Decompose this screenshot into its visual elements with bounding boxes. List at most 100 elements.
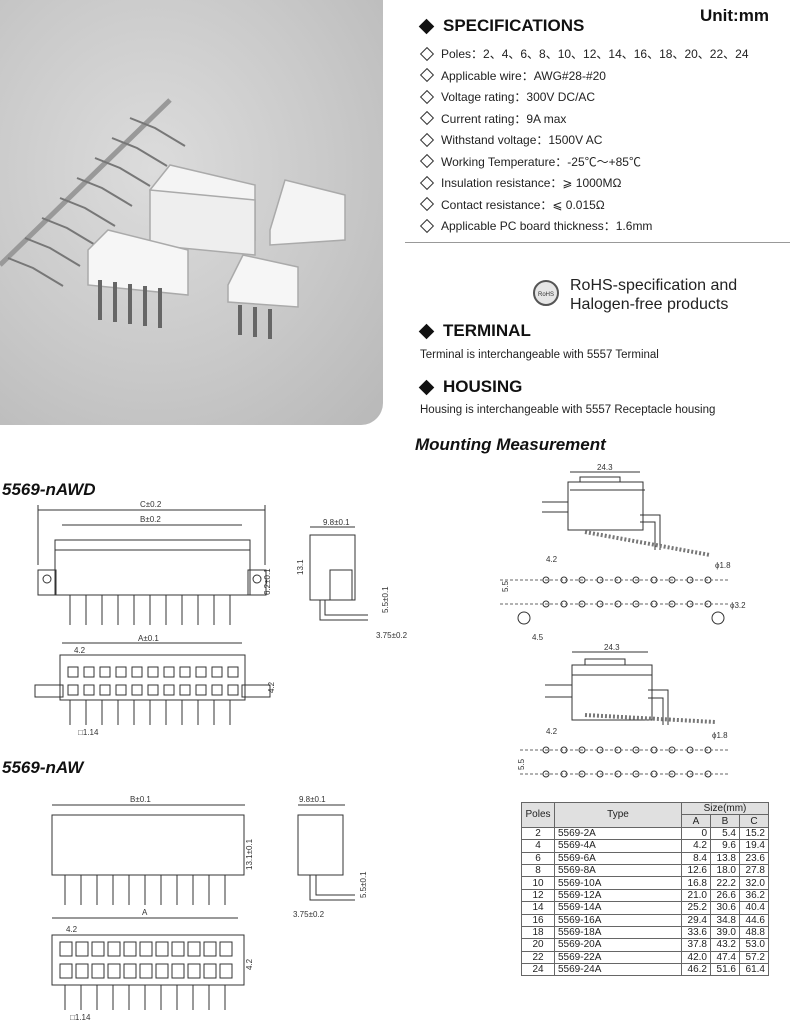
dim-h42: 4.2	[245, 958, 254, 970]
mount-hole-32: ϕ3.2	[730, 601, 746, 610]
cell-c: 57.2	[739, 950, 769, 965]
cell-c: 15.2	[739, 826, 769, 841]
cell-type: 5569-24A	[554, 963, 682, 977]
cell-c: 40.4	[739, 901, 769, 915]
model-awd-title: 5569-nAWD	[2, 480, 96, 499]
col-a: A	[681, 814, 711, 828]
dim-w98: 9.8±0.1	[323, 518, 350, 527]
cell-type: 5569-18A	[554, 925, 682, 940]
cell-b: 5.4	[710, 826, 740, 841]
dim-h55: 5.5±0.1	[359, 871, 368, 898]
divider	[405, 242, 790, 243]
cell-type: 5569-14A	[554, 901, 682, 915]
cell-a: 29.4	[681, 913, 711, 927]
cell-b: 9.6	[710, 839, 740, 853]
cell-b: 26.6	[710, 888, 740, 903]
mount-dim-42: 4.2	[546, 555, 558, 564]
cell-a: 16.8	[681, 876, 711, 890]
dim-h62: 6.2±0.1	[263, 568, 272, 595]
cell-b: 18.0	[710, 863, 740, 878]
cell-type: 5569-12A	[554, 888, 682, 903]
cell-a: 42.0	[681, 950, 711, 965]
connector-illustration	[0, 98, 346, 339]
cell-type: 5569-8A	[554, 863, 682, 878]
cell-poles: 22	[521, 950, 555, 965]
cell-c: 23.6	[739, 851, 769, 865]
mount-dim-55: 5.5	[501, 580, 510, 592]
cell-poles: 6	[521, 851, 555, 865]
dim-h42: 4.2	[267, 681, 276, 693]
diamond-bullet-icon	[418, 379, 435, 395]
open-diamond-icon	[419, 218, 435, 233]
mount-hole-18: ϕ1.8	[715, 561, 731, 570]
spec-item: Insulation resistance：⩾ 1000MΩ	[419, 172, 790, 194]
col-type: Type	[554, 802, 682, 828]
open-diamond-icon	[419, 89, 435, 104]
cell-b: 30.6	[710, 901, 740, 915]
cell-poles: 12	[521, 888, 555, 903]
cell-c: 19.4	[739, 839, 769, 853]
cell-b: 34.8	[710, 913, 740, 927]
dim-h131: 13.1±0.1	[245, 838, 254, 870]
open-diamond-icon	[419, 154, 435, 169]
dim-w98: 9.8±0.1	[299, 795, 326, 804]
cell-b: 39.0	[710, 925, 740, 940]
mount-dim-55b: 5.5	[517, 758, 526, 770]
cell-a: 21.0	[681, 888, 711, 903]
terminal-text: Terminal is interchangeable with 5557 Te…	[420, 349, 659, 361]
cell-c: 53.0	[739, 938, 769, 952]
dim-p42: 4.2	[74, 646, 86, 655]
model-aw-title: 5569-nAW	[2, 758, 84, 777]
cell-a: 0	[681, 826, 711, 841]
spec-item: Applicable wire：AWG#28-#20	[419, 65, 790, 87]
mounting-drawing: 24.3 4.2 5.5 4.5 ϕ1.8 ϕ3.2 24.3 4.2 5.5	[500, 463, 746, 778]
dim-b: B±0.2	[140, 515, 161, 524]
cell-type: 5569-6A	[554, 851, 682, 865]
col-size: Size(mm)	[681, 801, 769, 816]
awd-drawing: C±0.2 B±0.2 6.2±0.1 9.8±0.1 13.1 5.5±0.1…	[34, 500, 408, 737]
cell-a: 46.2	[681, 963, 711, 977]
spec-item: Contact resistance：⩽ 0.015Ω	[419, 194, 790, 216]
cell-type: 5569-22A	[554, 950, 682, 965]
dim-a: A	[142, 908, 148, 917]
spec-item: Working Temperature：-25℃～+85℃	[419, 151, 790, 173]
product-photo	[0, 0, 383, 425]
spec-item: Poles：2、4、6、8、10、12、14、16、18、20、22、24	[419, 43, 790, 65]
cell-poles: 8	[521, 863, 555, 878]
cell-poles: 10	[521, 876, 555, 890]
spec-item: Applicable PC board thickness：1.6mm	[419, 215, 790, 237]
cell-poles: 24	[521, 963, 555, 977]
rohs-seal-icon: RoHS	[533, 280, 559, 306]
col-poles: Poles	[521, 802, 555, 828]
spec-item: Current rating：9A max	[419, 108, 790, 130]
mount-dim-243: 24.3	[597, 463, 613, 472]
cell-a: 4.2	[681, 839, 711, 853]
cell-poles: 16	[521, 913, 555, 927]
cell-c: 36.2	[739, 888, 769, 903]
dim-h131: 13.1	[296, 559, 305, 575]
mount-dim-45: 4.5	[532, 633, 544, 642]
cell-type: 5569-20A	[554, 938, 682, 952]
cell-c: 27.8	[739, 863, 769, 878]
cell-c: 48.8	[739, 925, 769, 940]
cell-poles: 14	[521, 901, 555, 915]
cell-b: 22.2	[710, 876, 740, 890]
specifications-heading: SPECIFICATIONS	[418, 16, 584, 36]
diamond-bullet-icon	[418, 18, 435, 34]
cell-type: 5569-16A	[554, 913, 682, 927]
aw-drawing: B±0.1 13.1±0.1 9.8±0.1 5.5±0.1 3.75±0.2 …	[51, 795, 368, 1022]
open-diamond-icon	[419, 46, 435, 61]
specifications-list: Poles：2、4、6、8、10、12、14、16、18、20、22、24 Ap…	[419, 43, 790, 237]
open-diamond-icon	[419, 111, 435, 126]
